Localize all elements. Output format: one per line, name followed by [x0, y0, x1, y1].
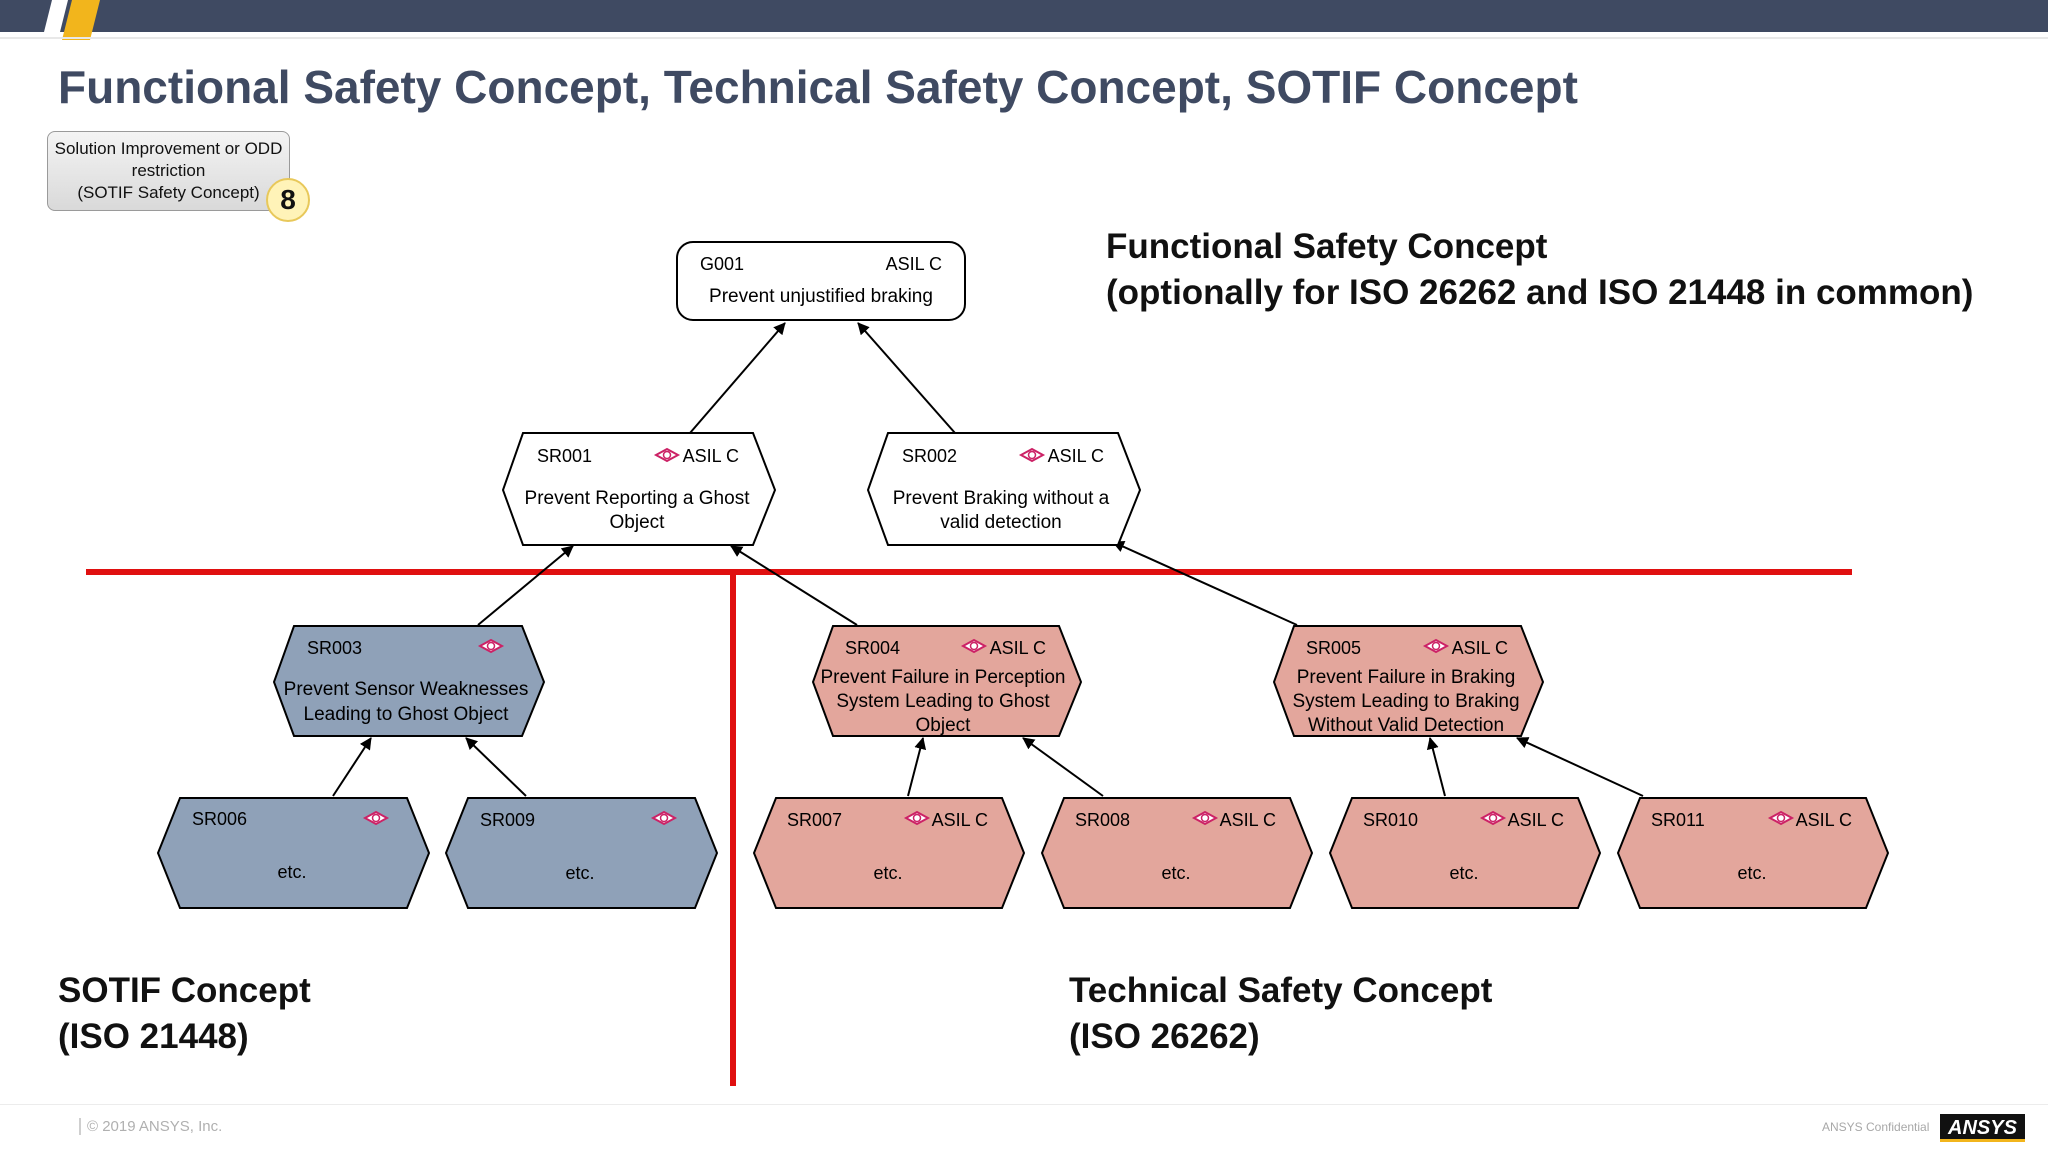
callout-line: restriction: [131, 161, 206, 180]
node-text: Prevent Sensor Weaknesses: [284, 679, 529, 700]
brand-stripe-icon: [42, 0, 100, 40]
node-text: Prevent Reporting a Ghost: [525, 488, 751, 509]
connector-arrow: [1516, 737, 1644, 797]
footer-divider: [0, 1104, 2048, 1105]
connector-arrow: [1112, 541, 1298, 626]
fsc-heading: Functional Safety Concept (optionally fo…: [1106, 224, 1973, 316]
node-text: Object: [916, 715, 972, 736]
asil-label: ASIL C: [1452, 638, 1508, 658]
node-text: Prevent Braking without a: [893, 488, 1110, 509]
asil-label: ASIL C: [1796, 810, 1852, 830]
node-text: Prevent unjustified braking: [709, 286, 933, 307]
connector-arrow: [1426, 737, 1446, 797]
connector-arrow: [477, 545, 574, 626]
requirement-node-sr007[interactable]: SR007 ASIL C etc.: [752, 797, 1026, 909]
asil-label: ASIL C: [1508, 810, 1564, 830]
goal-node-g001[interactable]: G001 ASIL C Prevent unjustified braking: [676, 241, 966, 321]
node-id: SR002: [902, 446, 957, 466]
connector-arrow: [689, 322, 786, 434]
page-title: Functional Safety Concept, Technical Saf…: [58, 61, 1578, 113]
top-banner: [0, 0, 2048, 40]
header-divider: [0, 37, 2048, 39]
node-text: System Leading to Braking: [1292, 691, 1519, 712]
node-id: SR005: [1306, 638, 1361, 658]
node-id: SR010: [1363, 810, 1418, 830]
requirement-node-sr005[interactable]: SR005 ASIL C Prevent Failure in Braking …: [1272, 625, 1545, 737]
sotif-heading: SOTIF Concept (ISO 21448): [58, 968, 311, 1060]
node-text: etc.: [277, 862, 306, 882]
node-id: SR004: [845, 638, 900, 658]
fsc-heading-line1: Functional Safety Concept: [1106, 227, 1548, 266]
requirement-node-sr001[interactable]: SR001 ASIL C Prevent Reporting a Ghost O…: [501, 432, 777, 546]
node-text: valid detection: [940, 512, 1061, 533]
callout-box: Solution Improvement or ODD restriction …: [47, 131, 290, 211]
requirement-node-sr004[interactable]: SR004 ASIL C Prevent Failure in Percepti…: [811, 625, 1083, 737]
node-text: etc.: [1449, 863, 1478, 883]
connector-arrow: [465, 737, 527, 797]
node-id: SR008: [1075, 810, 1130, 830]
node-id: G001: [700, 254, 744, 274]
ansys-logo: ANSYS: [1940, 1114, 2025, 1142]
node-text: Prevent Failure in Perception: [820, 667, 1065, 688]
asil-label: ASIL C: [1048, 446, 1104, 466]
connector-arrow: [1022, 737, 1104, 797]
tsc-heading-line2: (ISO 26262): [1069, 1017, 1260, 1056]
requirement-node-sr002[interactable]: SR002 ASIL C Prevent Braking without a v…: [866, 432, 1142, 546]
connector-arrow: [857, 322, 956, 434]
node-text: Leading to Ghost Object: [304, 704, 510, 725]
connector-arrow: [332, 737, 372, 797]
node-text: etc.: [565, 863, 594, 883]
asil-label: ASIL C: [932, 810, 988, 830]
requirement-node-sr011[interactable]: SR011 ASIL C etc.: [1616, 797, 1890, 909]
requirement-node-sr006[interactable]: SR006 etc.: [156, 797, 431, 909]
requirement-node-sr010[interactable]: SR010 ASIL C etc.: [1328, 797, 1602, 909]
requirement-node-sr008[interactable]: SR008 ASIL C etc.: [1040, 797, 1314, 909]
callout-line: (SOTIF Safety Concept): [77, 183, 260, 202]
node-text: System Leading to Ghost: [836, 691, 1050, 712]
asil-label: ASIL C: [1220, 810, 1276, 830]
sotif-heading-line2: (ISO 21448): [58, 1017, 249, 1056]
node-text: Without Valid Detection: [1308, 715, 1504, 736]
asil-label: ASIL C: [886, 254, 942, 274]
node-id: SR003: [307, 638, 362, 658]
node-text: etc.: [873, 863, 902, 883]
node-text: Prevent Failure in Braking: [1297, 667, 1516, 688]
confidential-label: ANSYS Confidential: [1822, 1120, 1930, 1134]
callout-line: Solution Improvement or ODD: [54, 139, 283, 158]
node-text: etc.: [1161, 863, 1190, 883]
node-id: SR006: [192, 809, 247, 829]
asil-label: ASIL C: [683, 446, 739, 466]
node-id: SR001: [537, 446, 592, 466]
node-id: SR007: [787, 810, 842, 830]
fsc-heading-line2: (optionally for ISO 26262 and ISO 21448 …: [1106, 273, 1974, 312]
tsc-heading: Technical Safety Concept (ISO 26262): [1069, 968, 1492, 1060]
node-id: SR011: [1651, 810, 1705, 830]
requirement-node-sr003[interactable]: SR003 Prevent Sensor Weaknesses Leading …: [272, 625, 546, 737]
sotif-heading-line1: SOTIF Concept: [58, 971, 311, 1010]
step-number-badge: 8: [266, 178, 310, 222]
node-text: Object: [610, 512, 666, 533]
connector-arrow: [730, 545, 858, 626]
requirement-node-sr009[interactable]: SR009 etc.: [444, 797, 719, 909]
node-id: SR009: [480, 810, 535, 830]
tsc-heading-line1: Technical Safety Concept: [1069, 971, 1493, 1010]
asil-label: ASIL C: [990, 638, 1046, 658]
node-text: etc.: [1737, 863, 1766, 883]
copyright-text: © 2019 ANSYS, Inc.: [79, 1118, 222, 1135]
connector-arrow: [907, 737, 927, 797]
